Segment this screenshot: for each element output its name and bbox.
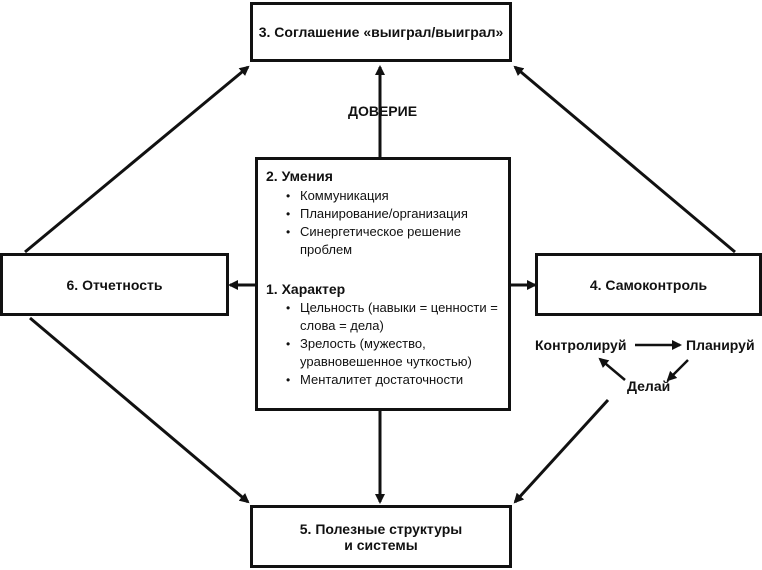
skills-list: Коммуникация Планирование/организация Си…	[284, 187, 516, 259]
arrow-selfcontrol-to-agreement	[513, 65, 736, 254]
arrow-plan-to-do	[666, 359, 689, 382]
selfcontrol-title: 4. Самоконтроль	[589, 276, 708, 293]
arrow-selfcontrol-to-structures	[513, 398, 610, 504]
character-item: Зрелость (мужество, уравновешенное чутко…	[286, 335, 518, 371]
accountability-title: 6. Отчетность	[66, 276, 163, 293]
selfcontrol-box: 4. Самоконтроль	[535, 253, 762, 316]
arrow-do-to-control	[598, 357, 626, 381]
structures-title-line2: и системы	[344, 536, 418, 553]
character-list: Цельность (навыки = ценности = слова = д…	[284, 299, 518, 389]
character-title: 1. Характер	[266, 281, 346, 297]
cycle-do-label: Делай	[627, 378, 671, 394]
arrow-accountability-to-structures	[29, 316, 250, 504]
agreement-title: 3. Соглашение «выиграл/выиграл»	[258, 24, 504, 40]
skills-item: Планирование/организация	[286, 205, 516, 223]
character-item: Цельность (навыки = ценности = слова = д…	[286, 299, 518, 335]
character-item: Менталитет достаточности	[286, 371, 518, 389]
structures-box: 5. Полезные структуры и системы	[250, 505, 512, 568]
skills-title: 2. Умения	[266, 168, 333, 184]
arrow-accountability-to-agreement	[24, 65, 250, 254]
accountability-box: 6. Отчетность	[0, 253, 229, 316]
skills-item: Синергетическое решение проблем	[286, 223, 516, 259]
agreement-box: 3. Соглашение «выиграл/выиграл»	[250, 2, 512, 62]
trust-label: ДОВЕРИЕ	[348, 103, 418, 119]
structures-title-line1: 5. Полезные структуры	[299, 520, 463, 537]
cycle-control-label: Контролируй	[535, 337, 627, 353]
skills-item: Коммуникация	[286, 187, 516, 205]
cycle-plan-label: Планируй	[686, 337, 755, 353]
